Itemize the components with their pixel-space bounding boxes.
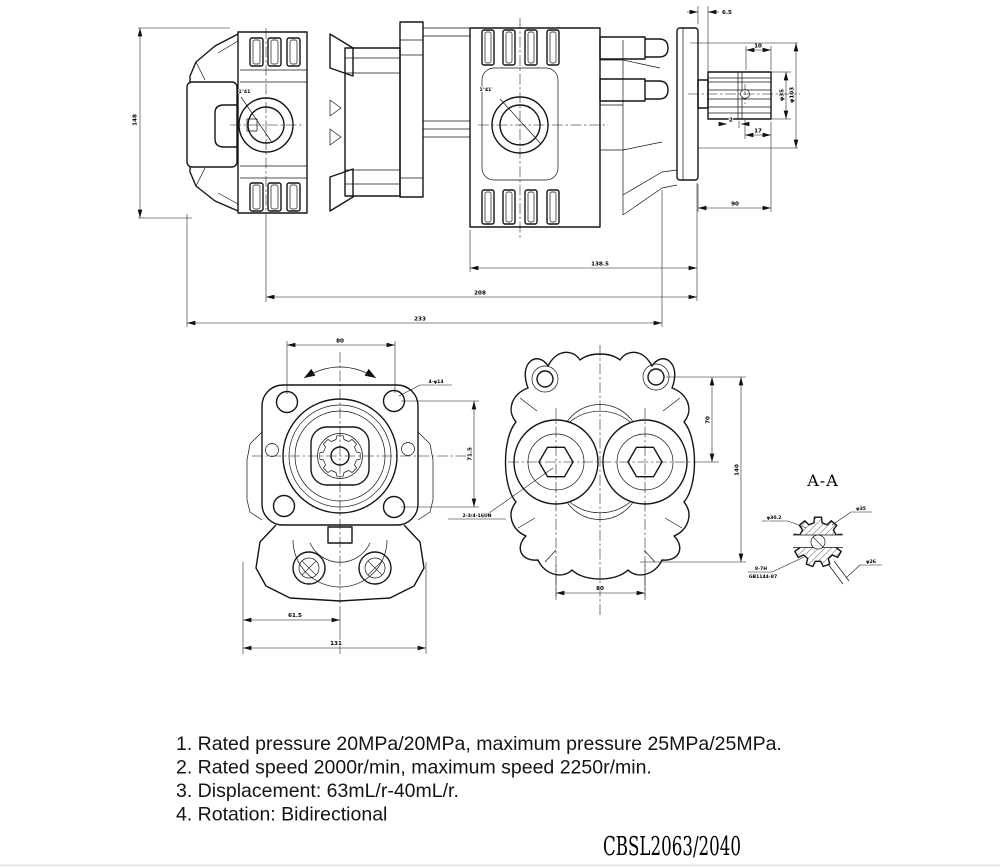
- dim-spline-note2: GB1144-87: [749, 574, 777, 580]
- dim-port-spacing: 80: [596, 586, 604, 592]
- note-line-4: 4. Rotation: Bidirectional: [176, 804, 387, 826]
- hex-port-left: [538, 446, 574, 478]
- dim-groove: 2: [729, 118, 733, 124]
- note-line-3: 3. Displacement: 63mL/r-40mL/r.: [176, 780, 459, 802]
- coupling-block: [344, 21, 470, 198]
- dim-major-dia: φ35: [856, 506, 866, 512]
- rear-view-dimensions: 70 140 80 2-3/4-16UN: [448, 376, 746, 600]
- fins-top: [249, 37, 301, 67]
- dim-bolt-span-h: 80: [336, 339, 344, 345]
- angle-label-front: 1°41′: [238, 89, 252, 95]
- dim-center-offset: 61.5: [288, 613, 302, 619]
- fins-top-2: [481, 29, 560, 66]
- dim-spline-note1: 8-7H: [755, 566, 767, 572]
- ear-hole: [536, 370, 554, 388]
- dim-port-thread: 2-3/4-16UN: [462, 513, 491, 519]
- dim-plate-step: 6.5: [722, 10, 732, 16]
- model-code: CBSL2063/2040: [603, 832, 741, 862]
- dim-pilot-dia: φ103: [790, 87, 796, 103]
- dim-rear-length: 138.5: [591, 262, 609, 268]
- dim-overall-length: 233: [414, 317, 426, 323]
- front-pump-section: [186, 31, 354, 214]
- dim-port-to-center: 70: [706, 416, 712, 424]
- mounting-plate-shaft: [676, 27, 800, 181]
- section-a-a: A-A φ35 φ30.2 φ26 8-7H GB1144-87: [748, 471, 882, 585]
- bidirectional-rotation-arrow: [303, 366, 377, 379]
- dim-pitch-dia: φ30.2: [767, 515, 782, 521]
- ear-hole: [647, 368, 665, 386]
- note-line-1: 1. Rated pressure 20MPa/20MPa, maximum p…: [176, 733, 782, 755]
- dim-bolt-span-v: 71.5: [468, 447, 474, 461]
- front-view-dimensions: 80 4-φ14 71.5 61.5 131: [242, 338, 479, 654]
- dim-mid-length: 208: [474, 291, 486, 297]
- section-dimensions: φ35 φ30.2 φ26 8-7H GB1144-87: [748, 505, 882, 581]
- angle-label-rear: 1°41′: [479, 87, 493, 93]
- dim-height: 148: [133, 114, 139, 126]
- rear-port-view: 70 140 80 2-3/4-16UN: [448, 345, 746, 615]
- dim-shaft-ext: 90: [731, 202, 739, 208]
- dim-overall-height: 140: [735, 464, 741, 476]
- rear-pump-section: [469, 18, 678, 240]
- dim-spline-total: 17: [754, 129, 762, 135]
- specification-notes: 1. Rated pressure 20MPa/20MPa, maximum p…: [176, 733, 782, 826]
- dim-minor-dia: φ26: [866, 559, 876, 565]
- section-title: A-A: [806, 471, 839, 490]
- bolt-hole: [272, 494, 296, 518]
- front-flange-view: 80 4-φ14 71.5 61.5 131: [242, 338, 479, 654]
- stud-bolts: [599, 36, 669, 102]
- fins-bottom: [249, 182, 301, 212]
- side-elevation-view: 148 6.5 10 φ35 φ103 2: [132, 6, 800, 327]
- dim-spline-len: 10: [754, 44, 762, 50]
- dim-bolt-holes: 4-φ14: [428, 379, 443, 385]
- side-view-dimensions: 148 6.5 10 φ35 φ103 2: [132, 6, 799, 327]
- note-line-2: 2. Rated speed 2000r/min, maximum speed …: [176, 757, 652, 779]
- fins-bottom-2: [481, 189, 560, 225]
- page-edge-line: [0, 864, 1000, 867]
- dim-spline-dia: φ35: [780, 89, 786, 101]
- dim-overall-width: 131: [330, 641, 342, 647]
